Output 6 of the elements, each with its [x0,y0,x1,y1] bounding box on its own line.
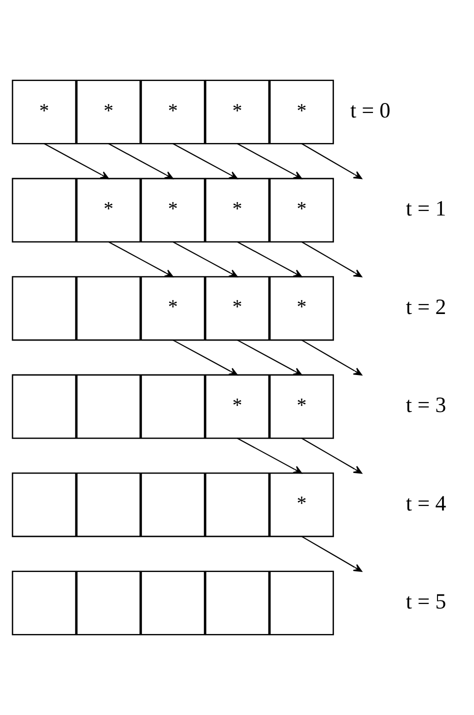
label: t = 4 [406,491,446,516]
label: t = 5 [406,589,446,614]
label: t = 0 [350,98,390,122]
label: t = 2 [406,294,446,319]
label: t = 1 [406,196,446,221]
label: t = 3 [406,393,446,418]
